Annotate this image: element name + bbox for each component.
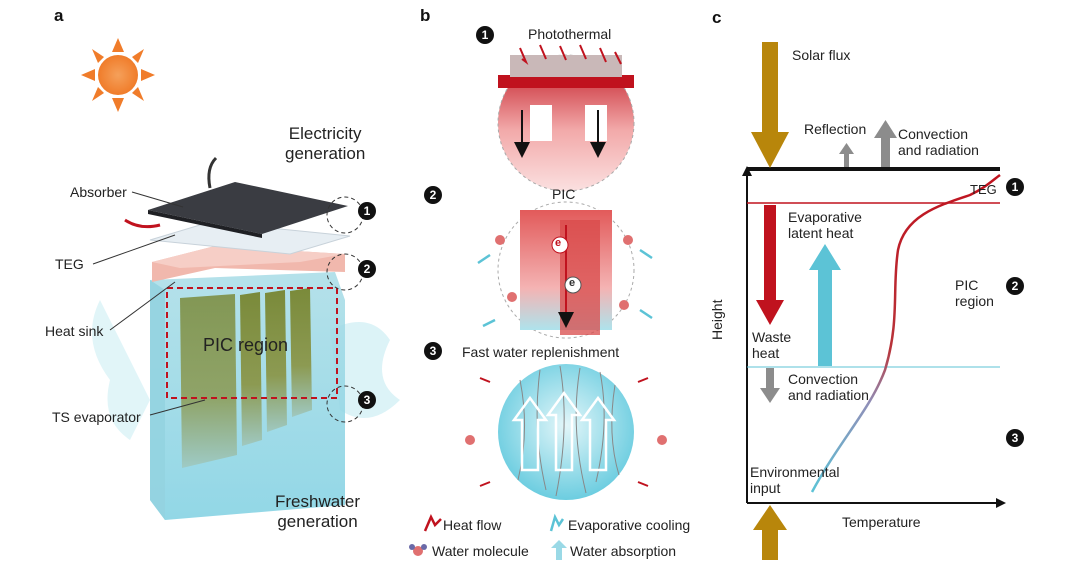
waste-heat-label: Waste heat [752, 329, 792, 362]
axes [746, 172, 1000, 504]
photothermal-label: Photothermal [528, 26, 612, 42]
teg-region-label: TEG [970, 182, 997, 197]
panel-letter-c: c [712, 8, 722, 27]
marker-b-1: 1 [476, 26, 494, 44]
fast-water-label: Fast water replenishment [462, 344, 620, 360]
marker-c-1: 1 [1006, 178, 1024, 196]
absorber-layer [148, 182, 348, 234]
convection-bottom-arrow [760, 368, 780, 403]
teg-label: TEG [55, 256, 84, 272]
marker-c-2: 2 [1006, 277, 1024, 295]
marker-a-1: 1 [358, 202, 376, 220]
pic-region-box [166, 287, 338, 399]
marker-a-2: 2 [358, 260, 376, 278]
water-molecule-legend-icon [409, 544, 427, 556]
reflection-arrow [839, 143, 854, 167]
waste-heat-arrow [756, 205, 784, 325]
water-molecule-legend: Water molecule [432, 543, 529, 559]
panel-letter-a: a [54, 6, 64, 25]
water-absorption-legend-icon [551, 540, 567, 560]
pic-label: PIC [552, 186, 576, 202]
reflection-label: Reflection [804, 121, 867, 137]
temperature-profile-curve [810, 173, 1001, 493]
pic-region-label: PIC region [203, 335, 289, 355]
electron-label-1: e [555, 237, 562, 249]
x-axis-label: Temperature [842, 514, 921, 530]
solar-flux-label: Solar flux [792, 47, 851, 63]
convection-top-arrow [874, 120, 897, 167]
environmental-input-label: Environmental input [750, 464, 840, 497]
water-replenishment-circle [465, 364, 667, 500]
y-axis-label: Height [709, 299, 725, 340]
solar-flux-arrow [751, 42, 789, 168]
evaporative-latent-arrow [809, 244, 841, 366]
teg-layer [149, 221, 351, 255]
convection-bottom-label: Convection and radiation [788, 371, 869, 404]
convection-top-label: Convection and radiation [898, 126, 979, 159]
heat-flow-legend: Heat flow [443, 517, 502, 533]
evaporative-cooling-legend: Evaporative cooling [568, 517, 691, 533]
pic-region-c-label: PIC region [955, 277, 994, 310]
evaporative-latent-label: Evaporative latent heat [788, 209, 862, 242]
electricity-generation-label: Electricity generation [285, 124, 366, 163]
heat-flow-legend-icon [423, 514, 442, 532]
marker-b-3: 3 [424, 342, 442, 360]
heat-sink-label: Heat sink [45, 323, 104, 339]
marker-b-2: 2 [424, 186, 442, 204]
sun-icon [81, 38, 155, 112]
absorber-label: Absorber [70, 184, 127, 200]
heat-sink-fins [180, 288, 312, 468]
photothermal-circle [497, 44, 635, 192]
marker-a-3: 3 [358, 391, 376, 409]
ts-evaporator-label: TS evaporator [52, 409, 141, 425]
panel-letter-b: b [420, 6, 431, 25]
electron-label-2: e [569, 277, 576, 289]
evaporative-cooling-legend-icon [549, 513, 565, 532]
environmental-input-arrow [753, 505, 787, 560]
pic-circle [477, 201, 653, 339]
freshwater-generation-label: Freshwater generation [275, 492, 361, 531]
marker-c-3: 3 [1006, 429, 1024, 447]
water-absorption-legend: Water absorption [570, 543, 677, 559]
